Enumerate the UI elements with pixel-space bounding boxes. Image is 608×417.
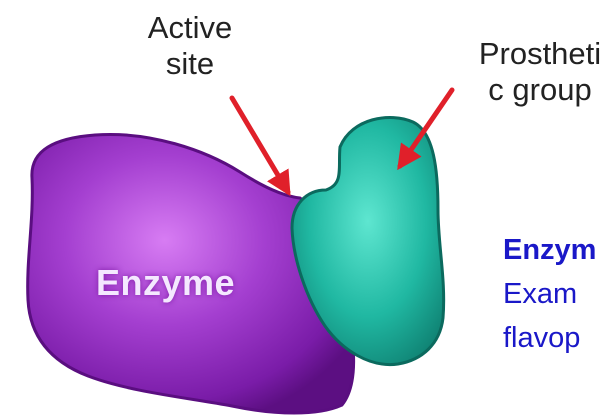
side-line-2: Exam bbox=[503, 272, 596, 316]
prosthetic-group-label: Prostheti c group bbox=[440, 36, 608, 108]
side-heading: Enzym bbox=[503, 228, 596, 272]
side-line-3: flavop bbox=[503, 316, 596, 360]
active-site-label-line1: Active bbox=[120, 10, 260, 46]
enzyme-label: Enzyme bbox=[96, 262, 235, 304]
side-description: Enzym Exam flavop bbox=[503, 228, 596, 360]
prosthetic-group-label-line1: Prostheti bbox=[440, 36, 608, 72]
active-site-label: Active site bbox=[120, 10, 260, 82]
active-site-label-line2: site bbox=[120, 46, 260, 82]
prosthetic-group-label-line2: c group bbox=[440, 72, 608, 108]
